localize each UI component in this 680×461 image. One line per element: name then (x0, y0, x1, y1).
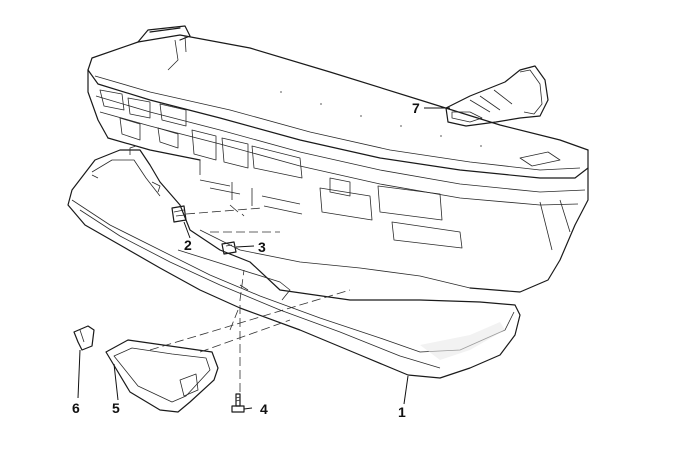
bracket-part-6 (73, 325, 95, 351)
callout-2: 2 (184, 237, 192, 253)
callout-4: 4 (260, 401, 268, 417)
front-spoiler-part-1 (67, 145, 521, 379)
clip-part-2 (171, 205, 187, 223)
air-guide-part-5 (105, 339, 219, 413)
callout-1: 1 (398, 404, 406, 420)
callout-3: 3 (258, 239, 266, 255)
callout-7: 7 (412, 100, 420, 116)
bumper-body (87, 25, 589, 293)
callout-6: 6 (72, 400, 80, 416)
callout-5: 5 (112, 400, 120, 416)
screw-part-4 (231, 393, 245, 413)
assembly-lines (149, 207, 351, 392)
air-duct-part-7 (445, 65, 549, 127)
leader-lines (77, 107, 450, 410)
nut-part-3 (221, 241, 237, 255)
